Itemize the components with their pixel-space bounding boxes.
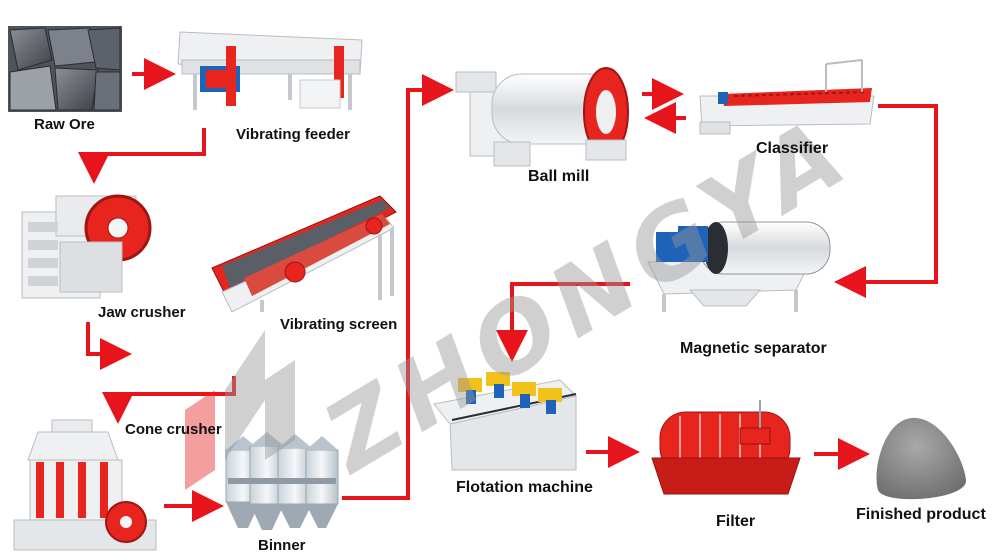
ball-mill-image — [455, 67, 629, 167]
label-finished-product: Finished product — [856, 506, 986, 523]
label-binner: Binner — [258, 537, 306, 554]
finished-product-image — [876, 417, 967, 500]
arrow-classifier-to-magnetic — [834, 104, 938, 298]
label-vibrating-screen: Vibrating screen — [280, 316, 398, 333]
label-raw-ore: Raw Ore — [34, 116, 95, 133]
raw-ore-image — [8, 26, 122, 112]
flow-arrows — [78, 58, 938, 522]
magnetic-separator-image — [647, 221, 831, 312]
jaw-crusher-image — [21, 194, 152, 299]
arrow-feeder-to-jaw — [78, 128, 206, 184]
label-flotation-machine: Flotation machine — [456, 479, 593, 496]
arrow-magnetic-to-flotation — [496, 282, 630, 362]
label-filter: Filter — [716, 513, 756, 530]
label-vibrating-feeder: Vibrating feeder — [236, 126, 350, 143]
filter-image — [651, 400, 801, 495]
flotation-machine-image — [433, 372, 577, 471]
label-ball-mill: Ball mill — [528, 168, 590, 185]
vibrating-screen-image — [211, 195, 397, 313]
cone-crusher-image — [13, 419, 157, 551]
label-magnetic-separator: Magnetic separator — [680, 340, 827, 357]
label-cone-crusher: Cone crusher — [125, 421, 222, 438]
arrow-screen-to-cone — [102, 376, 236, 424]
arrow-jaw-to-screen — [86, 322, 132, 370]
arrow-binner-to-ballmill — [342, 74, 454, 500]
vibrating-feeder-image — [177, 31, 363, 110]
label-jaw-crusher: Jaw crusher — [98, 304, 186, 321]
classifier-image — [699, 59, 875, 135]
label-classifier: Classifier — [756, 140, 829, 157]
binner-image — [225, 432, 339, 530]
